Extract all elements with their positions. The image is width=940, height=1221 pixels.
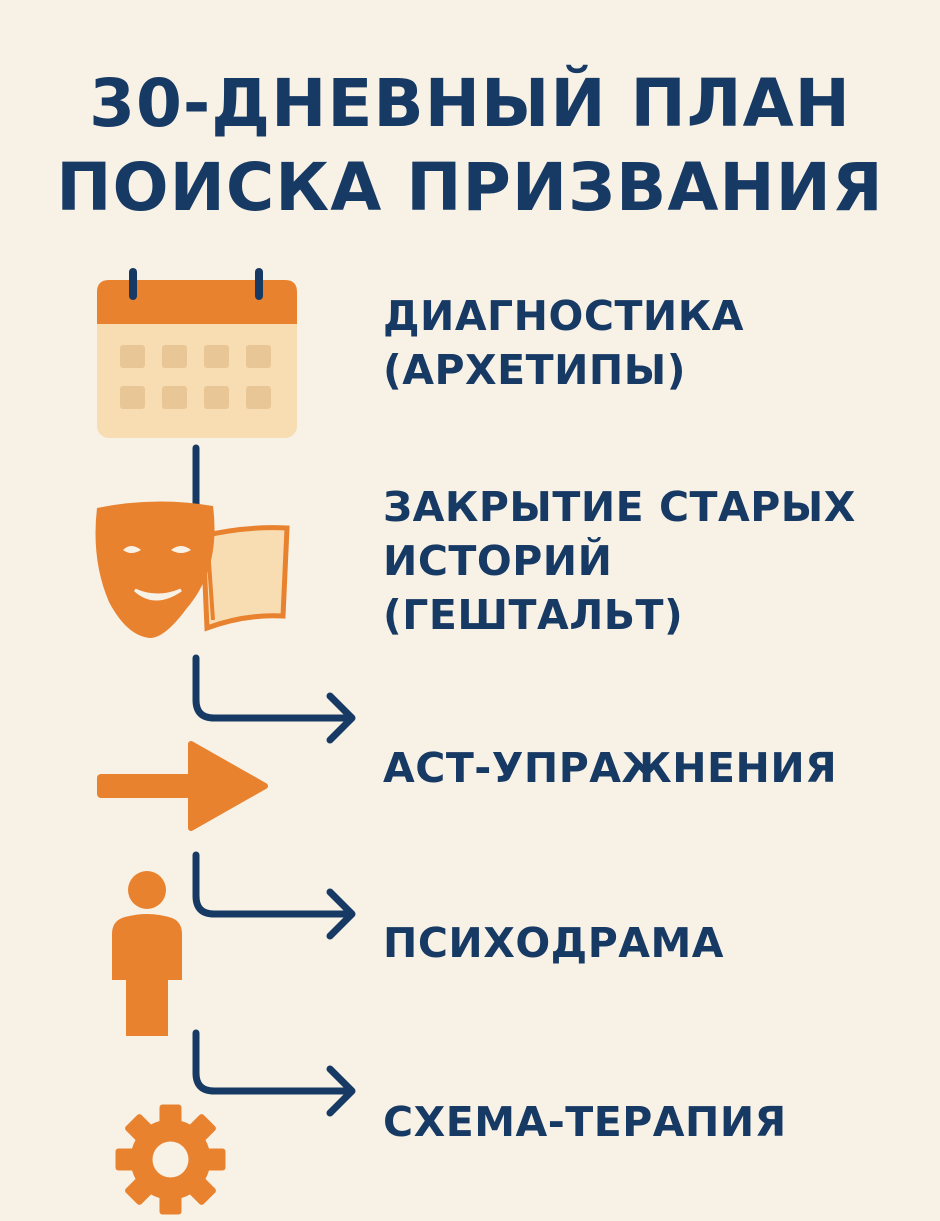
title-line-2: ПОИСКА ПРИЗВАНИЯ bbox=[56, 149, 884, 226]
title-line-1: 30-ДНЕВНЫЙ ПЛАН bbox=[89, 65, 851, 142]
step-1-line-2: (АРХЕТИПЫ) bbox=[383, 346, 686, 394]
step-psychodrama: ПСИХОДРАМА bbox=[383, 916, 724, 970]
step-diagnostics: ДИАГНОСТИКА (АРХЕТИПЫ) bbox=[383, 289, 744, 397]
theater-mask-book-icon bbox=[95, 501, 290, 638]
calendar-icon bbox=[97, 268, 297, 438]
connector-arrow-3 bbox=[192, 851, 356, 940]
step-4-line-1: ПСИХОДРАМА bbox=[383, 919, 725, 967]
step-gestalt: ЗАКРЫТИЕ СТАРЫХ ИСТОРИЙ (ГЕШТАЛЬТ) bbox=[383, 480, 856, 642]
person-icon bbox=[112, 871, 182, 1036]
step-3-line-1: АСТ-УПРАЖНЕНИЯ bbox=[383, 744, 838, 792]
step-1-line-1: ДИАГНОСТИКА bbox=[383, 292, 744, 340]
gear-icon bbox=[115, 1104, 226, 1215]
step-2-line-1: ЗАКРЫТИЕ СТАРЫХ bbox=[383, 483, 856, 531]
step-act: АСТ-УПРАЖНЕНИЯ bbox=[383, 741, 837, 795]
connector-arrow-2 bbox=[192, 654, 356, 744]
step-schema-therapy: СХЕМА-ТЕРАПИЯ bbox=[383, 1095, 787, 1149]
arrow-right-icon bbox=[97, 741, 268, 831]
step-2-line-3: (ГЕШТАЛЬТ) bbox=[383, 591, 684, 639]
step-5-line-1: СХЕМА-ТЕРАПИЯ bbox=[383, 1098, 787, 1146]
connector-arrow-4 bbox=[192, 1029, 356, 1117]
step-2-line-2: ИСТОРИЙ bbox=[383, 537, 613, 585]
page-title: 30-ДНЕВНЫЙ ПЛАН ПОИСКА ПРИЗВАНИЯ bbox=[0, 62, 940, 230]
